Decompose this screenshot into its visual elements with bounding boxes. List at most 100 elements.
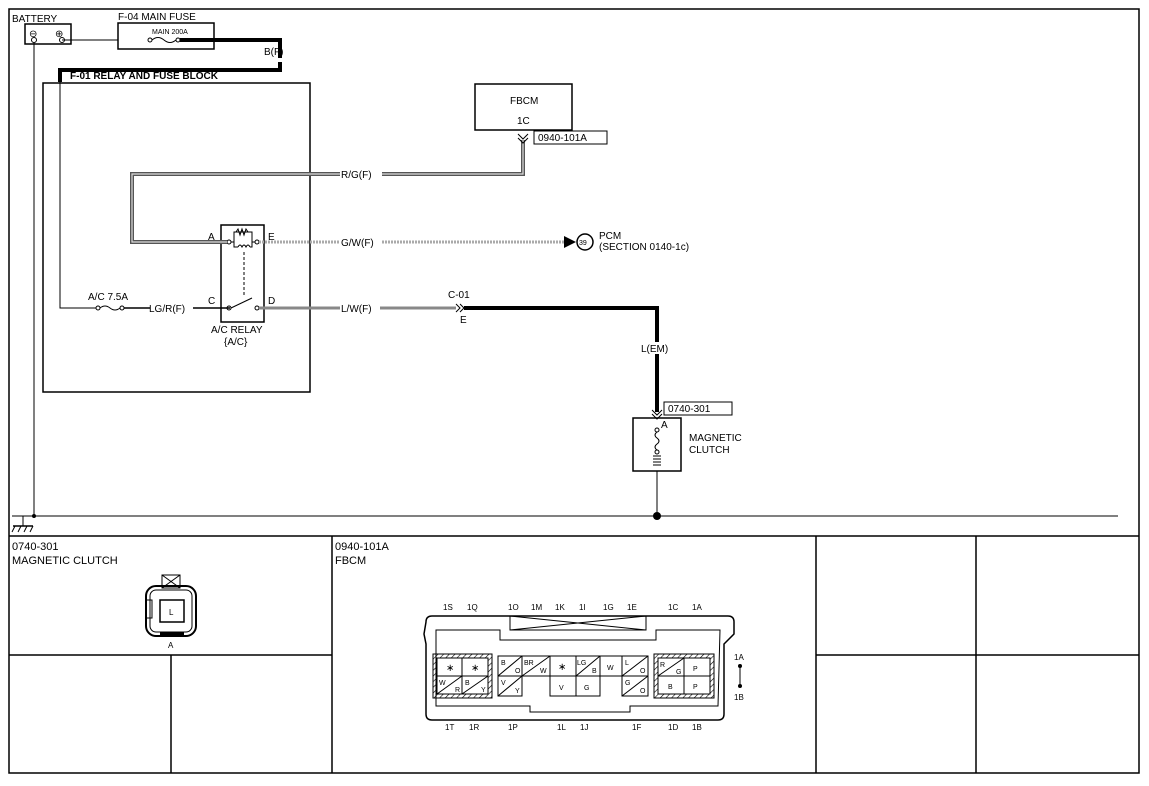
clutch-pin: A — [661, 420, 668, 431]
pin-label: 1O — [508, 603, 519, 612]
pin-label: 1G — [603, 603, 614, 612]
pin-label: 1I — [579, 603, 586, 612]
cell-p: P — [693, 684, 698, 691]
main-fuse-value: MAIN 200A — [152, 29, 188, 36]
relay-pin-a: A — [208, 232, 215, 243]
bf-label: B(F) — [264, 47, 283, 58]
pin-label: 1T — [445, 723, 454, 732]
cell-b: B — [668, 684, 673, 691]
ground-icon — [11, 516, 34, 533]
fbcm-label: FBCM — [510, 96, 538, 107]
fbcm-pin: 1C — [517, 116, 530, 127]
outer-frame — [8, 8, 1140, 774]
cell-w: W — [607, 665, 614, 672]
cell-g: G — [625, 680, 630, 687]
wire-ac-fuse-feed — [59, 82, 96, 309]
clutch-name-2: CLUTCH — [689, 445, 730, 456]
cell-g: G — [676, 669, 681, 676]
cell-b: B — [501, 660, 506, 667]
c01-connector-icon — [455, 303, 465, 313]
cell-w: W — [540, 668, 547, 675]
cell-v: V — [559, 685, 564, 692]
cell-b: B — [465, 680, 470, 687]
pin-label: 1F — [632, 723, 641, 732]
relay-name: A/C RELAY — [211, 325, 263, 336]
pin-label: 1B — [692, 723, 702, 732]
pin-label: 1E — [627, 603, 637, 612]
ac-fuse: A/C 7.5A — [88, 292, 128, 311]
cell-star: ∗ — [558, 662, 566, 673]
fbcm-connector-face: ∗ ∗ W R B Y B O V Y BR W ∗ V LG B G W — [423, 615, 735, 721]
wire-rg-label: R/G(F) — [341, 170, 372, 181]
cell-r: R — [660, 662, 665, 669]
fbcm-side-pin-indicator: 1A 1B — [734, 653, 744, 702]
mid-connector-name: FBCM — [335, 555, 366, 567]
pin-label: 1A — [692, 603, 702, 612]
fbcm-bottom-pin-labels: 1T 1R 1P 1L 1J 1F 1D 1B — [445, 723, 702, 732]
cell-star: ∗ — [471, 663, 479, 674]
wire-lgr-label: LG/R(F) — [149, 304, 185, 315]
clutch-connector-code: 0740-301 — [668, 404, 711, 415]
cell-y: Y — [481, 687, 486, 694]
mid-connector-code: 0940-101A — [335, 541, 389, 553]
battery-minus-icon: ⊖ — [29, 29, 37, 40]
pcm-label: PCM — [599, 231, 621, 242]
pin-label: 1R — [469, 723, 479, 732]
side-pin-bottom: 1B — [734, 693, 744, 702]
wire-rg — [130, 140, 525, 244]
main-fuse-title: F-04 MAIN FUSE — [118, 12, 196, 23]
side-pin-top: 1A — [734, 653, 744, 662]
cell-o: O — [640, 688, 646, 695]
pcm-arrow-icon — [564, 236, 576, 248]
battery-label: BATTERY — [12, 14, 58, 25]
cell-p: P — [693, 666, 698, 673]
cell-br: BR — [524, 660, 534, 667]
fbcm-top-pin-labels: 1S 1Q 1O 1M 1K 1I 1G 1E 1C 1A — [443, 603, 702, 612]
pin-label: 1P — [508, 723, 518, 732]
fbcm-connector-code: 0940-101A — [538, 133, 587, 144]
relay-pin-c: C — [208, 296, 215, 307]
ac-relay: A E C D A/C RELAY {A/C} — [208, 224, 275, 348]
clutch-face-pin: L — [169, 608, 174, 617]
c01-label: C-01 — [448, 290, 470, 301]
pin-label: 1K — [555, 603, 565, 612]
pin-label: 1J — [580, 723, 588, 732]
battery-plus-icon: ⊕ — [55, 29, 63, 40]
pin-label: 1Q — [467, 603, 478, 612]
wire-lem — [464, 306, 659, 412]
c01-pin: E — [460, 315, 467, 326]
clutch-name-1: MAGNETIC — [689, 433, 742, 444]
clutch-connector-face: L A — [145, 574, 197, 650]
clutch-face-label: A — [168, 641, 174, 650]
cell-l: L — [625, 660, 629, 667]
wire-lw-label: L/W(F) — [341, 304, 372, 315]
wire-lem-label: L(EM) — [641, 344, 668, 355]
pin-label: 1S — [443, 603, 453, 612]
cell-star: ∗ — [446, 663, 454, 674]
cell-o: O — [515, 668, 521, 675]
fbcm-box: FBCM 1C 0940-101A — [474, 83, 608, 145]
magnetic-clutch: 0740-301 A MAGNETIC CLUTCH — [632, 401, 742, 472]
left-connector-code: 0740-301 — [12, 541, 59, 553]
relay-block-label: F-01 RELAY AND FUSE BLOCK — [70, 71, 219, 82]
cell-y: Y — [515, 688, 520, 695]
cell-r: R — [455, 687, 460, 694]
relay-sub: {A/C} — [224, 337, 248, 348]
cell-g: G — [584, 685, 589, 692]
pin-label: 1C — [668, 603, 678, 612]
cell-lg: LG — [577, 660, 586, 667]
pcm-section: (SECTION 0140-1c) — [599, 242, 689, 253]
wire-bus — [58, 62, 282, 82]
pin-label: 1L — [557, 723, 566, 732]
relay-pin-e: E — [268, 232, 275, 243]
pin-label: 1M — [531, 603, 542, 612]
ac-fuse-label: A/C 7.5A — [88, 292, 128, 303]
pin-label: 1D — [668, 723, 678, 732]
relay-fuse-block — [42, 82, 311, 393]
main-fuse: F-04 MAIN FUSE MAIN 200A — [117, 12, 215, 50]
relay-pin-d: D — [268, 296, 275, 307]
cell-o: O — [640, 668, 646, 675]
wire-gw-label: G/W(F) — [341, 238, 374, 249]
cell-v: V — [501, 680, 506, 687]
